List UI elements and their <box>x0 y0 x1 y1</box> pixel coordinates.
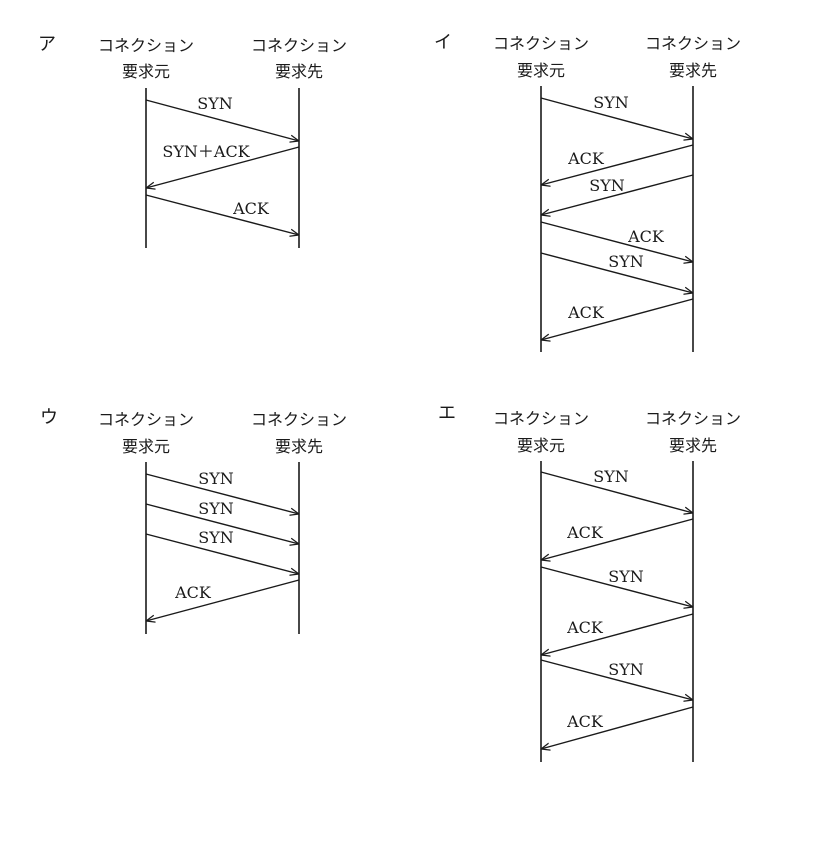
server-header-line2: 要求先 <box>669 436 717 455</box>
message-arrow-syn <box>145 473 299 514</box>
client-header-line2: 要求元 <box>517 61 565 80</box>
message-arrow-ack <box>541 518 694 560</box>
server-header-line1: コネクション <box>645 409 741 428</box>
client-header-line1: コネクション <box>98 36 194 55</box>
client-header-line1: コネクション <box>493 34 589 53</box>
message-arrow-ack <box>540 221 693 262</box>
client-header-line2: 要求元 <box>122 437 170 456</box>
message-arrow-ack <box>541 613 694 655</box>
message-label-syn: SYN <box>198 499 234 518</box>
message-label-syn: SYN <box>198 528 234 547</box>
message-label-ack: ACK <box>567 149 605 168</box>
message-label-ack: ACK <box>566 618 604 637</box>
message-arrow-syn <box>145 533 299 574</box>
message-arrow-ack <box>146 579 300 621</box>
message-label-syn: SYN <box>198 469 234 488</box>
message-arrow-syn <box>540 659 693 700</box>
message-label-syn: SYN <box>593 93 629 112</box>
panel-label: ウ <box>40 407 58 428</box>
message-arrow-ack <box>145 194 299 235</box>
message-arrow-syn-ack <box>146 146 300 188</box>
message-arrow-syn <box>145 99 299 141</box>
server-header-line1: コネクション <box>645 34 741 53</box>
message-label-ack: ACK <box>174 583 212 602</box>
message-label-ack: ACK <box>627 227 665 246</box>
message-label-ack: ACK <box>567 303 605 322</box>
message-arrow-syn <box>540 97 693 139</box>
message-arrow-syn <box>540 566 693 607</box>
message-arrow-syn <box>540 471 693 513</box>
client-header-line1: コネクション <box>493 409 589 428</box>
server-header-line1: コネクション <box>251 410 347 429</box>
panel-e: エ コネクション 要求元 コネクション 要求先 SYN ACK SYN ACK … <box>438 403 741 762</box>
message-arrow-ack <box>541 298 694 340</box>
panel-label: エ <box>438 403 456 424</box>
panel-label: イ <box>434 32 452 53</box>
message-arrow-syn <box>145 503 299 544</box>
message-label-syn: SYN <box>608 252 644 271</box>
panel-label: ア <box>38 34 56 55</box>
message-arrow-ack <box>541 706 694 749</box>
message-label-syn: SYN <box>593 467 629 486</box>
server-header-line2: 要求先 <box>275 62 323 81</box>
message-label-syn: SYN <box>608 660 644 679</box>
message-label-ack: ACK <box>232 199 270 218</box>
panel-i: イ コネクション 要求元 コネクション 要求先 SYN ACK SYN ACK … <box>434 32 741 352</box>
message-arrow-syn <box>540 252 693 293</box>
client-header-line1: コネクション <box>98 410 194 429</box>
server-header-line2: 要求先 <box>275 437 323 456</box>
message-label-syn-ack: SYN＋ACK <box>162 142 250 161</box>
message-label-syn: SYN <box>608 567 644 586</box>
server-header-line2: 要求先 <box>669 61 717 80</box>
message-label-syn: SYN <box>197 94 233 113</box>
message-label-ack: ACK <box>566 523 604 542</box>
message-label-syn: SYN <box>589 176 625 195</box>
client-header-line2: 要求元 <box>122 62 170 81</box>
panel-u: ウ コネクション 要求元 コネクション 要求先 SYN SYN SYN ACK <box>40 407 347 634</box>
message-label-ack: ACK <box>566 712 604 731</box>
message-arrow-ack <box>541 144 694 185</box>
server-header-line1: コネクション <box>251 36 347 55</box>
message-arrow-syn <box>541 174 694 215</box>
client-header-line2: 要求元 <box>517 436 565 455</box>
panel-a: ア コネクション 要求元 コネクション 要求先 SYN SYN＋ACK ACK <box>38 34 347 248</box>
